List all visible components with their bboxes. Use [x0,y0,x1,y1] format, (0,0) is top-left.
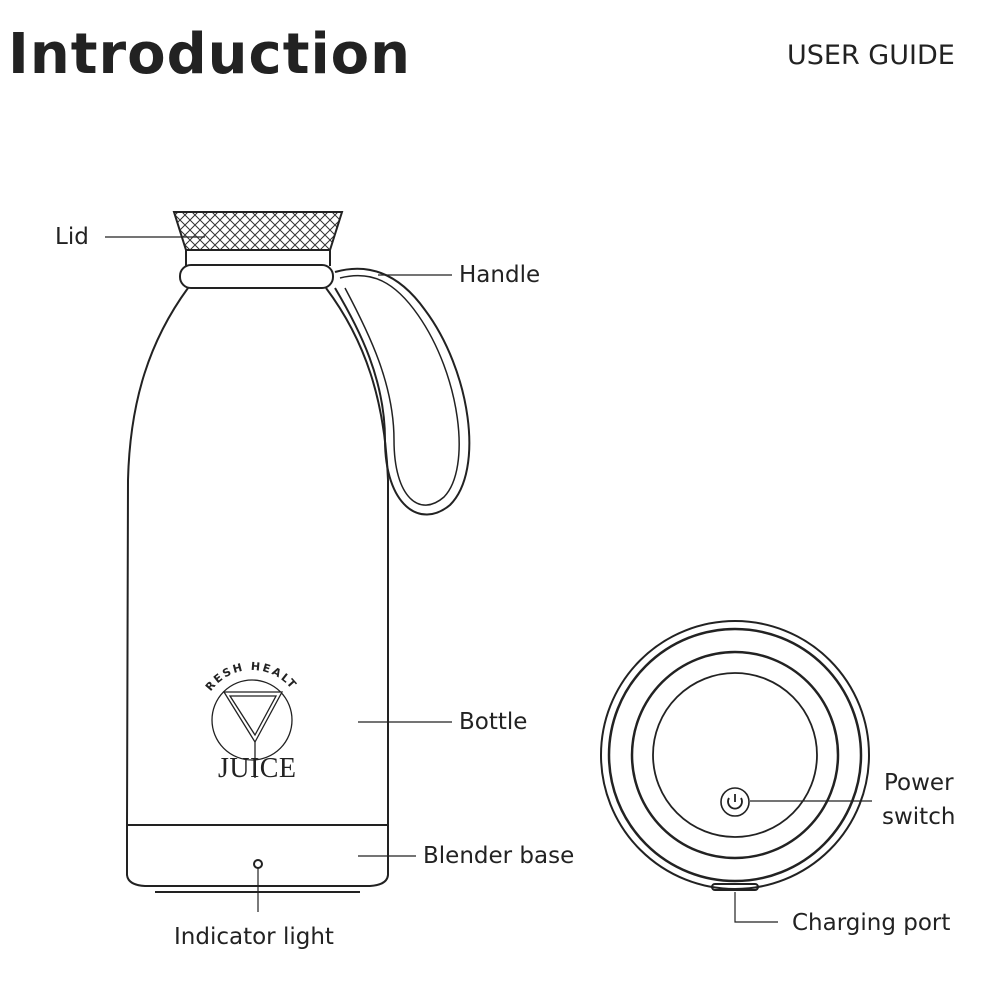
juice-logo [211,679,293,778]
label-handle: Handle [459,262,541,288]
logo-arc-text: FRESH HEALTH [0,0,298,694]
label-power-switch-1: Power [884,770,954,796]
label-lid: Lid [55,224,89,250]
label-bottle: Bottle [459,709,528,735]
charging-port [711,883,759,891]
label-indicator-light: Indicator light [174,924,334,950]
power-icon[interactable] [720,787,750,817]
section-label: USER GUIDE [787,40,955,71]
logo-arc-text-wrapper: FRESH HEALTH [0,0,300,694]
base-bottom-view [600,620,872,923]
label-charging-port: Charging port [792,910,951,936]
label-blender-base: Blender base [423,843,575,869]
collar [179,264,334,289]
handle [334,267,471,516]
label-power-switch-2: switch [882,804,956,830]
bottle [125,287,389,826]
indicator-light [253,859,263,869]
logo-word: JUICE [218,753,296,784]
page-title: Introduction [8,22,412,87]
